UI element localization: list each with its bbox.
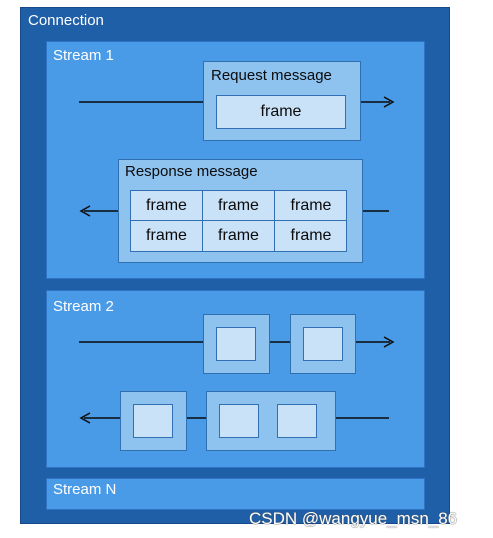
stream-n: [46, 478, 425, 510]
response-frame: frame: [203, 191, 275, 221]
stream-2-response-frame: [133, 404, 173, 438]
watermark: CSDN @wangyue_msn_86: [249, 509, 458, 528]
response-frame: frame: [290, 227, 332, 244]
request-arrow-head: [383, 96, 395, 108]
stream-n-label: Stream N: [53, 481, 117, 498]
response-frame: frame: [203, 221, 275, 251]
response-frame-grid: frame frame frame frame frame frame: [130, 190, 347, 252]
stream-2-response-arrow-head: [79, 412, 91, 424]
stream-2-response-frame: [219, 404, 259, 438]
request-frame: frame: [216, 95, 346, 129]
connection-label: Connection: [28, 12, 104, 29]
response-frame: frame: [131, 191, 203, 221]
stream-2-request-frame: [303, 327, 343, 361]
stream-1-label: Stream 1: [53, 47, 114, 64]
response-message-title: Response message: [125, 163, 258, 180]
response-frame: frame: [275, 191, 347, 221]
stream-2-request-frame: [216, 327, 256, 361]
stream-2-label: Stream 2: [53, 298, 114, 315]
response-frame: frame: [131, 221, 203, 251]
request-message-title: Request message: [211, 67, 332, 84]
stream-2-request-arrow-head: [383, 336, 395, 348]
stream-2-response-frame: [277, 404, 317, 438]
response-arrow-head: [79, 205, 91, 217]
